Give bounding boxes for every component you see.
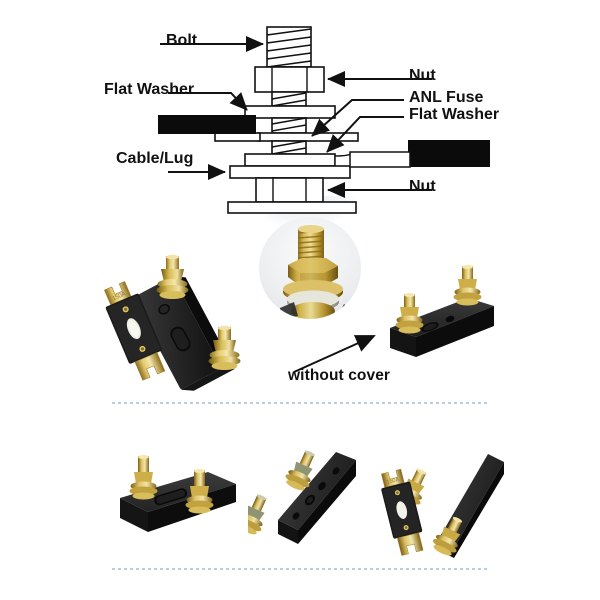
photo-holder-with-fuse: 150A [376, 444, 512, 560]
cable-right-insulation [408, 140, 490, 167]
label-nut-top: Nut [409, 67, 436, 84]
photo-fuse-holder-with-fuse: 150A [104, 252, 256, 392]
divider-top [112, 402, 490, 404]
without-cover-caption: without cover [288, 367, 391, 384]
svg-text:150A: 150A [386, 477, 400, 486]
photo-holder-angled-view [248, 446, 368, 556]
photo-holder-front-view [112, 446, 242, 546]
divider-bottom [112, 568, 490, 570]
label-flat-washer-top: Flat Washer [104, 81, 195, 98]
label-bolt: Bolt [166, 32, 198, 49]
cable-left-insulation [158, 115, 256, 134]
label-nut-bottom: Nut [409, 178, 436, 195]
photo-fuse-holder-no-cover [372, 258, 498, 364]
label-anl-fuse: ANL Fuse [409, 89, 484, 106]
anl-fuse-assembly-exploded-diagram: Bolt Flat Washer Cable/Lug Nut ANL Fuse … [0, 0, 600, 215]
label-cable-lug: Cable/Lug [116, 150, 194, 167]
bolt-nut-closeup [258, 216, 362, 320]
without-cover-arrow [293, 335, 376, 373]
svg-text:150A: 150A [112, 291, 127, 302]
label-flat-washer-bottom: Flat Washer [409, 106, 500, 123]
